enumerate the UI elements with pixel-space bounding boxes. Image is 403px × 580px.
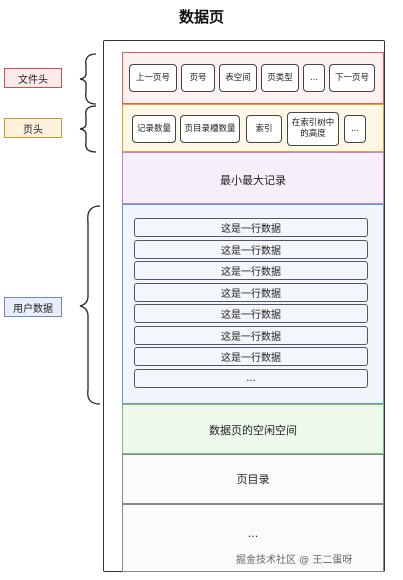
user-data-label: 用户数据: [4, 297, 62, 317]
field-index: 索引: [246, 115, 282, 143]
free-space-label: 数据页的空闲空间: [209, 424, 297, 437]
page-title: 数据页: [178, 8, 224, 26]
field-tablespace: 表空间: [219, 64, 257, 92]
page-header-label: 页头: [4, 118, 62, 138]
file-header-brace: [79, 53, 97, 105]
free-space-section: [122, 404, 384, 454]
field-dir-slot-count: 页目录槽数量: [180, 115, 240, 143]
record-row: 这是一行数据: [134, 304, 368, 323]
record-row: ...: [134, 369, 368, 388]
field-more: ...: [303, 64, 325, 92]
min-max-records-section: [122, 152, 384, 204]
field-index-height: 在索引树中的高度: [287, 112, 339, 146]
field-prev-page: 上一页号: [129, 64, 177, 92]
min-max-records-label: 最小最大记录: [220, 174, 286, 187]
record-row: 这是一行数据: [134, 240, 368, 259]
record-row: 这是一行数据: [134, 283, 368, 302]
record-row: 这是一行数据: [134, 347, 368, 366]
page-header-brace: [79, 105, 97, 153]
record-row: 这是一行数据: [134, 326, 368, 345]
page-directory-section: [122, 454, 384, 504]
record-row: 这是一行数据: [134, 218, 368, 237]
page-directory-label: 页目录: [236, 473, 270, 486]
record-row: 这是一行数据: [134, 261, 368, 280]
field-next-page: 下一页号: [329, 64, 375, 92]
field-page-type: 页类型: [261, 64, 299, 92]
watermark: 掘金技术社区 @ 王二蛋呀: [236, 555, 353, 566]
remaining-section: [122, 504, 384, 572]
user-data-brace: [79, 205, 101, 405]
remaining-label: ...: [247, 527, 259, 540]
field-record-count: 记录数量: [132, 115, 176, 143]
field-more: ...: [344, 115, 366, 143]
file-header-label: 文件头: [4, 68, 62, 88]
field-page-no: 页号: [181, 64, 215, 92]
